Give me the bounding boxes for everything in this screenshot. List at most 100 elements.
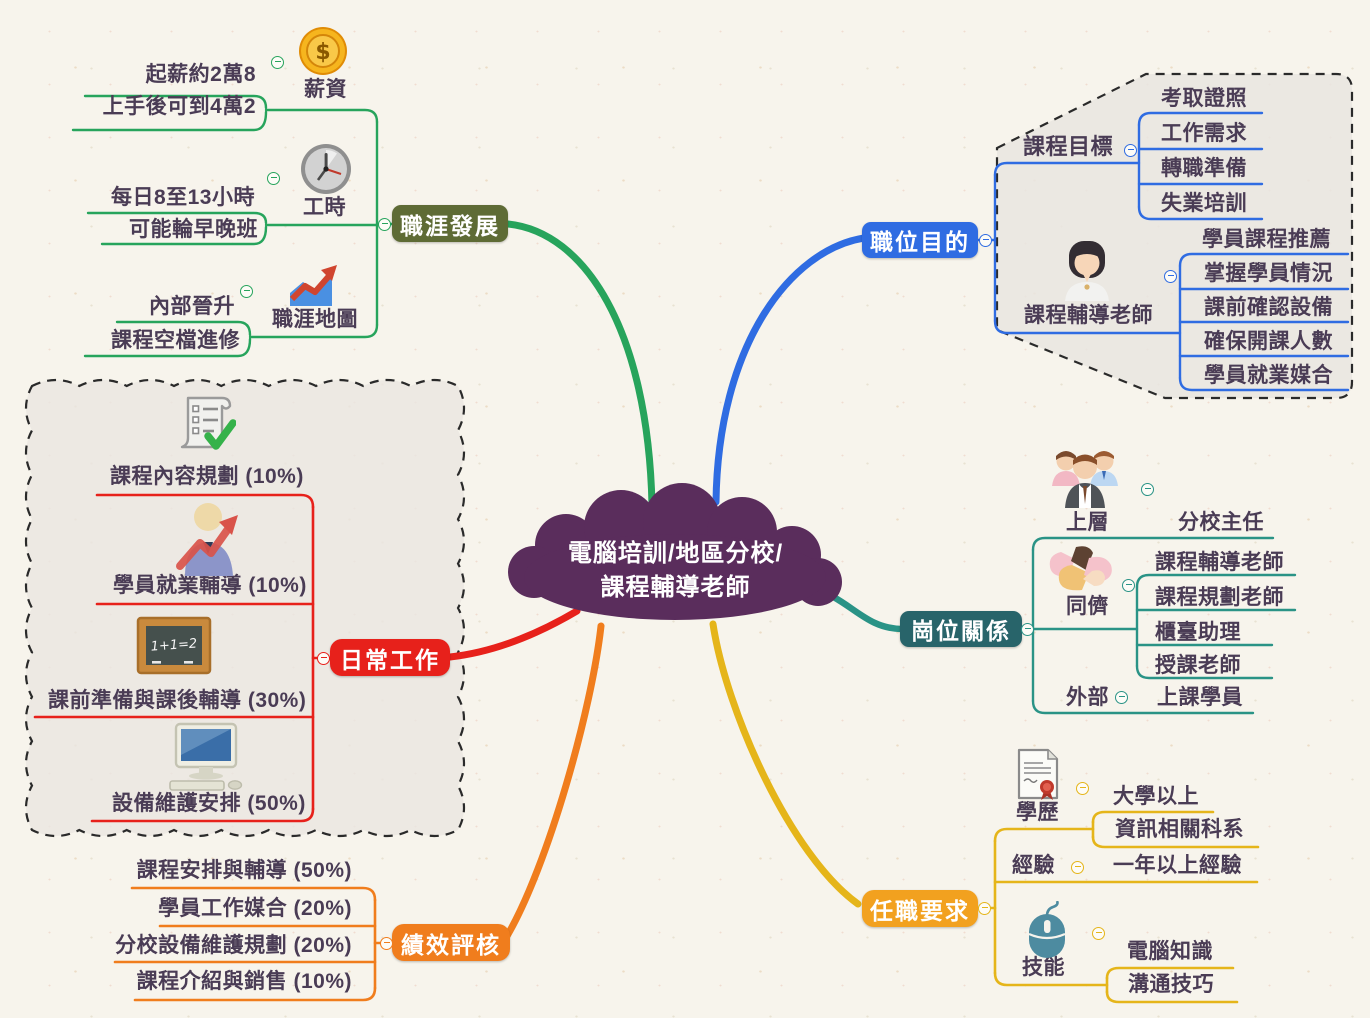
clock-icon xyxy=(300,143,352,195)
topic-salary-item-2[interactable]: 上手後可到4萬2 xyxy=(102,95,256,118)
branch-label-purpose-text: 職位目的 xyxy=(870,229,970,255)
topic-hours[interactable]: 工時 xyxy=(303,196,346,219)
collapse-toggle-course-counselor[interactable] xyxy=(1164,270,1177,283)
topic-education-item-1[interactable]: 大學以上 xyxy=(1113,785,1199,808)
topic-career-map-item-1[interactable]: 內部晉升 xyxy=(149,295,235,318)
topic-course-goals-item-1[interactable]: 考取證照 xyxy=(1161,87,1247,110)
branch-label-performance-text: 績效評核 xyxy=(401,931,501,958)
topic-skills-item-1[interactable]: 電腦知識 xyxy=(1127,940,1213,963)
blackboard-icon: 1+1=2 xyxy=(136,616,212,678)
person-growth-icon xyxy=(170,500,242,576)
central-topic-line2: 課程輔導老師 xyxy=(600,574,751,601)
branch-label-requirements-text: 任職要求 xyxy=(870,897,970,924)
topic-salary[interactable]: 薪資 xyxy=(304,78,347,101)
topic-upper-level[interactable]: 上層 xyxy=(1066,511,1109,534)
topic-skills-item-2[interactable]: 溝通技巧 xyxy=(1128,973,1214,996)
branch-label-daily[interactable]: 日常工作 xyxy=(330,639,450,676)
daily-work-region-boundary xyxy=(24,378,466,838)
collapse-toggle-requirements[interactable] xyxy=(978,902,991,915)
performance-branch-lines xyxy=(113,886,392,1002)
branch-label-relations-text: 崗位關係 xyxy=(911,618,1011,644)
collapse-toggle-hours[interactable] xyxy=(267,172,280,185)
certificate-icon xyxy=(1016,748,1060,802)
topic-hours-item-2[interactable]: 可能輪早晚班 xyxy=(129,218,258,241)
coin-icon: $ xyxy=(298,26,348,76)
branch-label-career[interactable]: 職涯發展 xyxy=(392,205,508,242)
topic-counselor-item-5[interactable]: 學員就業媒合 xyxy=(1204,364,1333,387)
collapse-toggle-relations[interactable] xyxy=(1021,623,1034,636)
topic-peers-item-3[interactable]: 櫃臺助理 xyxy=(1155,621,1241,644)
topic-course-goals-item-3[interactable]: 轉職準備 xyxy=(1161,157,1247,180)
career-branch-lines xyxy=(71,94,394,358)
topic-course-goals[interactable]: 課程目標 xyxy=(1023,134,1114,159)
collapse-toggle-skills[interactable] xyxy=(1092,927,1105,940)
topic-daily-item-2[interactable]: 學員就業輔導 (10%) xyxy=(113,574,307,597)
topic-daily-item-1[interactable]: 課程內容規劃 (10%) xyxy=(110,465,304,488)
collapse-toggle-course-goals[interactable] xyxy=(1124,144,1137,157)
topic-counselor-item-1[interactable]: 學員課程推薦 xyxy=(1202,228,1331,251)
topic-external-item-1[interactable]: 上課學員 xyxy=(1157,686,1243,709)
topic-hours-item-1[interactable]: 每日8至13小時 xyxy=(110,186,255,209)
topic-counselor-item-4[interactable]: 確保開課人數 xyxy=(1204,330,1333,353)
topic-upper-level-item-1[interactable]: 分校主任 xyxy=(1178,511,1264,534)
branch-label-performance[interactable]: 績效評核 xyxy=(392,924,510,961)
svg-text:$: $ xyxy=(315,40,330,65)
topic-external[interactable]: 外部 xyxy=(1066,686,1109,709)
topic-peers-item-2[interactable]: 課程規劃老師 xyxy=(1155,586,1284,609)
topic-peers-item-1[interactable]: 課程輔導老師 xyxy=(1155,551,1284,574)
mouse-icon xyxy=(1025,900,1069,959)
topic-experience[interactable]: 經驗 xyxy=(1012,854,1055,877)
collapse-toggle-peers[interactable] xyxy=(1122,579,1135,592)
main-branch-curves xyxy=(446,220,905,940)
collapse-toggle-purpose[interactable] xyxy=(979,234,992,247)
topic-experience-item-1[interactable]: 一年以上經驗 xyxy=(1113,854,1242,877)
team-icon xyxy=(1050,446,1120,508)
branch-label-purpose[interactable]: 職位目的 xyxy=(862,222,978,258)
topic-performance-item-1[interactable]: 課程安排與輔導 (50%) xyxy=(136,859,352,882)
topic-education-item-2[interactable]: 資訊相關科系 xyxy=(1115,818,1244,841)
collapse-toggle-experience[interactable] xyxy=(1071,861,1084,874)
topic-salary-item-1[interactable]: 起薪約2萬8 xyxy=(145,63,256,86)
daily-branch-lines xyxy=(33,493,332,823)
branch-label-requirements[interactable]: 任職要求 xyxy=(862,890,978,927)
topic-daily-item-3[interactable]: 課前準備與課後輔導 (30%) xyxy=(48,689,307,712)
topic-peers-item-4[interactable]: 授課老師 xyxy=(1155,654,1241,677)
collapse-toggle-career[interactable] xyxy=(378,218,391,231)
topic-counselor-item-3[interactable]: 課前確認設備 xyxy=(1204,296,1333,319)
collapse-toggle-career-map[interactable] xyxy=(240,285,253,298)
topic-peers[interactable]: 同儕 xyxy=(1066,595,1109,618)
svg-text:1+1=2: 1+1=2 xyxy=(150,636,198,654)
central-topic-title[interactable]: 電腦培訓/地區分校/ 課程輔導老師 xyxy=(528,536,823,606)
central-topic-cloud[interactable] xyxy=(508,483,842,620)
topic-performance-item-3[interactable]: 分校設備維護規劃 (20%) xyxy=(115,934,352,957)
topic-counselor-item-2[interactable]: 掌握學員情況 xyxy=(1204,262,1333,285)
collapse-toggle-performance[interactable] xyxy=(380,937,393,950)
collapse-toggle-salary[interactable] xyxy=(271,56,284,69)
topic-education[interactable]: 學歷 xyxy=(1016,801,1059,824)
position-purpose-region-boundary xyxy=(995,72,1354,400)
topic-course-goals-item-4[interactable]: 失業培訓 xyxy=(1161,192,1247,215)
collapse-toggle-external[interactable] xyxy=(1115,691,1128,704)
topic-career-map[interactable]: 職涯地圖 xyxy=(272,308,358,331)
central-topic-line1: 電腦培訓/地區分校/ xyxy=(567,540,784,567)
collapse-toggle-daily[interactable] xyxy=(317,652,330,665)
handshake-icon xyxy=(1048,545,1114,597)
topic-performance-item-2[interactable]: 學員工作媒合 (20%) xyxy=(158,897,352,920)
topic-course-counselor[interactable]: 課程輔導老師 xyxy=(1024,304,1153,327)
topic-daily-item-4[interactable]: 設備維護安排 (50%) xyxy=(112,792,306,815)
requirements-branch-lines xyxy=(976,810,1260,1004)
collapse-toggle-upper-level[interactable] xyxy=(1141,483,1154,496)
topic-course-goals-item-2[interactable]: 工作需求 xyxy=(1161,122,1247,145)
purpose-branch-lines xyxy=(976,111,1350,392)
collapse-toggle-education[interactable] xyxy=(1076,782,1089,795)
branch-label-daily-text: 日常工作 xyxy=(340,646,440,673)
trend-chart-icon xyxy=(288,263,338,308)
topic-performance-item-4[interactable]: 課程介紹與銷售 (10%) xyxy=(136,970,352,993)
topic-skills[interactable]: 技能 xyxy=(1022,956,1065,979)
computer-icon xyxy=(166,722,244,792)
teacher-avatar-icon xyxy=(1060,238,1114,302)
branch-label-relations[interactable]: 崗位關係 xyxy=(900,611,1022,647)
topic-career-map-item-2[interactable]: 課程空檔進修 xyxy=(111,329,240,352)
